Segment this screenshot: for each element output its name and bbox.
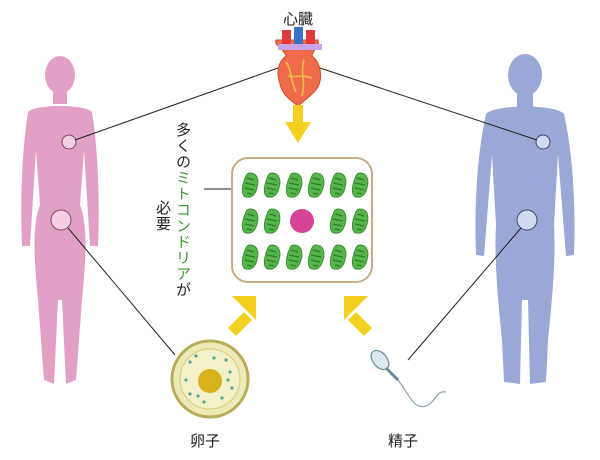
connector-lines — [67, 67, 538, 361]
arrow-egg-to-cell — [228, 296, 256, 336]
requirement-mitochondria: ミトコンドリア — [174, 170, 192, 282]
egg-label: 卵子 — [190, 432, 221, 450]
requirement-particle: の — [174, 154, 192, 170]
arrow-heart-to-cell — [285, 105, 311, 143]
cell-nucleus — [290, 209, 314, 233]
female-body-figure — [21, 56, 99, 384]
heart-organ-icon — [275, 27, 322, 107]
heart-label: 心臓 — [283, 10, 314, 28]
egg-cell-icon — [170, 339, 250, 419]
male-heart-marker — [535, 134, 551, 150]
requirement-many: 多く — [174, 122, 192, 154]
requirement-text-line1: 多くのミトコンドリアが — [173, 122, 192, 298]
arrow-sperm-to-cell — [344, 296, 372, 336]
male-body-figure — [475, 54, 575, 384]
requirement-text-line2: 必要 — [154, 200, 172, 232]
requirement-subject-particle: が — [174, 282, 192, 298]
female-ovary-marker — [50, 209, 72, 231]
female-heart-marker — [61, 134, 77, 150]
sperm-cell-icon — [370, 349, 447, 408]
sperm-label: 精子 — [388, 432, 419, 450]
male-testis-marker — [516, 209, 538, 231]
